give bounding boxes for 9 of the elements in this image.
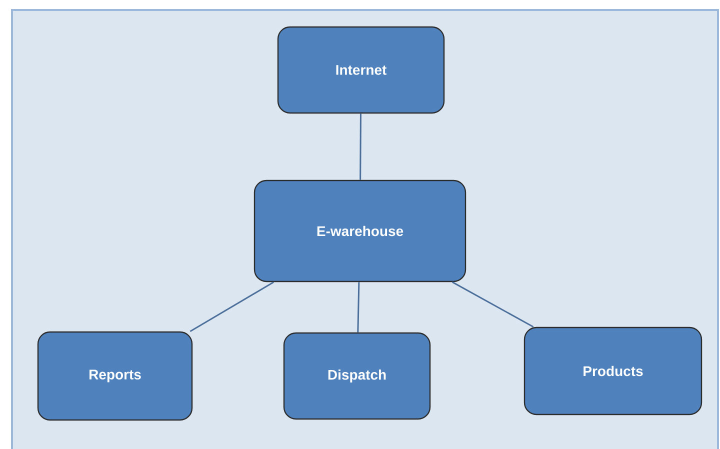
process-box: E-warehouse bbox=[254, 180, 466, 282]
process-box: Reports bbox=[37, 331, 193, 421]
process-box: Internet bbox=[277, 26, 445, 114]
connector-line bbox=[190, 281, 274, 332]
process-box: Products bbox=[524, 326, 702, 416]
connector-line bbox=[452, 281, 534, 328]
process-box: Dispatch bbox=[283, 332, 431, 420]
connector-line bbox=[360, 114, 362, 180]
connector-line bbox=[357, 282, 360, 332]
